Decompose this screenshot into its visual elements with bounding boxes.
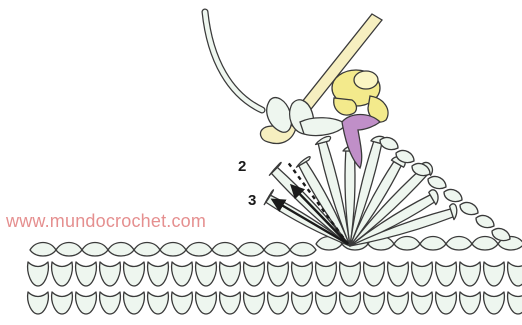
fabric-chain — [420, 237, 446, 251]
fan-edge-chain — [460, 203, 478, 215]
fabric-stitch — [316, 292, 337, 314]
fabric-stitch — [460, 262, 481, 286]
working-yarn — [205, 12, 262, 110]
fabric-stitch — [52, 292, 73, 314]
fabric-stitch — [76, 262, 97, 286]
fan-edge-chain — [380, 138, 398, 150]
fabric-stitch — [508, 262, 522, 286]
fabric-stitch — [124, 292, 145, 314]
fabric-stitch — [364, 262, 385, 286]
fabric-stitch — [340, 292, 361, 314]
fabric-stitch — [436, 292, 457, 314]
fabric-stitch — [508, 292, 522, 314]
fabric-stitch — [28, 292, 49, 314]
fabric-stitch — [28, 262, 49, 286]
fabric-chain — [186, 243, 212, 257]
fabric-chain — [108, 243, 134, 257]
step-3-label: 3 — [248, 192, 256, 209]
fabric-chain — [82, 243, 108, 257]
fan-edge-chain — [492, 229, 510, 241]
fabric-chain — [394, 237, 420, 251]
watermark: www.mundocrochet.com — [6, 211, 206, 232]
fabric-stitch — [172, 292, 193, 314]
fabric-stitch — [244, 292, 265, 314]
fabric-stitch — [388, 292, 409, 314]
fabric-chain — [30, 243, 56, 257]
fabric-stitch — [292, 292, 313, 314]
stitch-fan — [264, 136, 510, 246]
fabric-stitch — [100, 292, 121, 314]
fabric-stitch — [148, 262, 169, 286]
fabric-stitch — [220, 292, 241, 314]
fabric-chain — [212, 243, 238, 257]
fabric-stitch — [52, 262, 73, 286]
fabric-stitch — [196, 262, 217, 286]
fabric-base — [28, 237, 522, 315]
fabric-stitch — [412, 262, 433, 286]
fan-edge-chain — [444, 190, 462, 202]
fabric-stitch — [148, 292, 169, 314]
fabric-stitch — [220, 262, 241, 286]
fabric-stitch — [484, 292, 505, 314]
step-2-label: 2 — [238, 158, 246, 175]
fabric-stitch — [172, 262, 193, 286]
fabric-stitch — [268, 292, 289, 314]
fabric-stitch — [196, 292, 217, 314]
fabric-stitch — [364, 292, 385, 314]
fabric-stitch — [340, 262, 361, 286]
fabric-chain — [238, 243, 264, 257]
fabric-stitch — [268, 262, 289, 286]
fan-edge-chain — [476, 216, 494, 228]
fabric-chain — [56, 243, 82, 257]
fabric-stitch — [484, 262, 505, 286]
fabric-stitch — [316, 262, 337, 286]
fan-edge-chain — [428, 177, 446, 189]
fabric-chain — [160, 243, 186, 257]
fabric-stitch — [460, 292, 481, 314]
fabric-chain — [134, 243, 160, 257]
fabric-chain — [472, 237, 498, 251]
fabric-stitch — [292, 262, 313, 286]
fabric-stitch — [412, 292, 433, 314]
fabric-chain — [446, 237, 472, 251]
fabric-stitch — [100, 262, 121, 286]
fabric-stitch — [244, 262, 265, 286]
fabric-chain — [290, 243, 316, 257]
fabric-stitch — [388, 262, 409, 286]
fabric-stitch — [76, 292, 97, 314]
fabric-chain — [264, 243, 290, 257]
fabric-stitch — [124, 262, 145, 286]
fabric-stitch — [436, 262, 457, 286]
